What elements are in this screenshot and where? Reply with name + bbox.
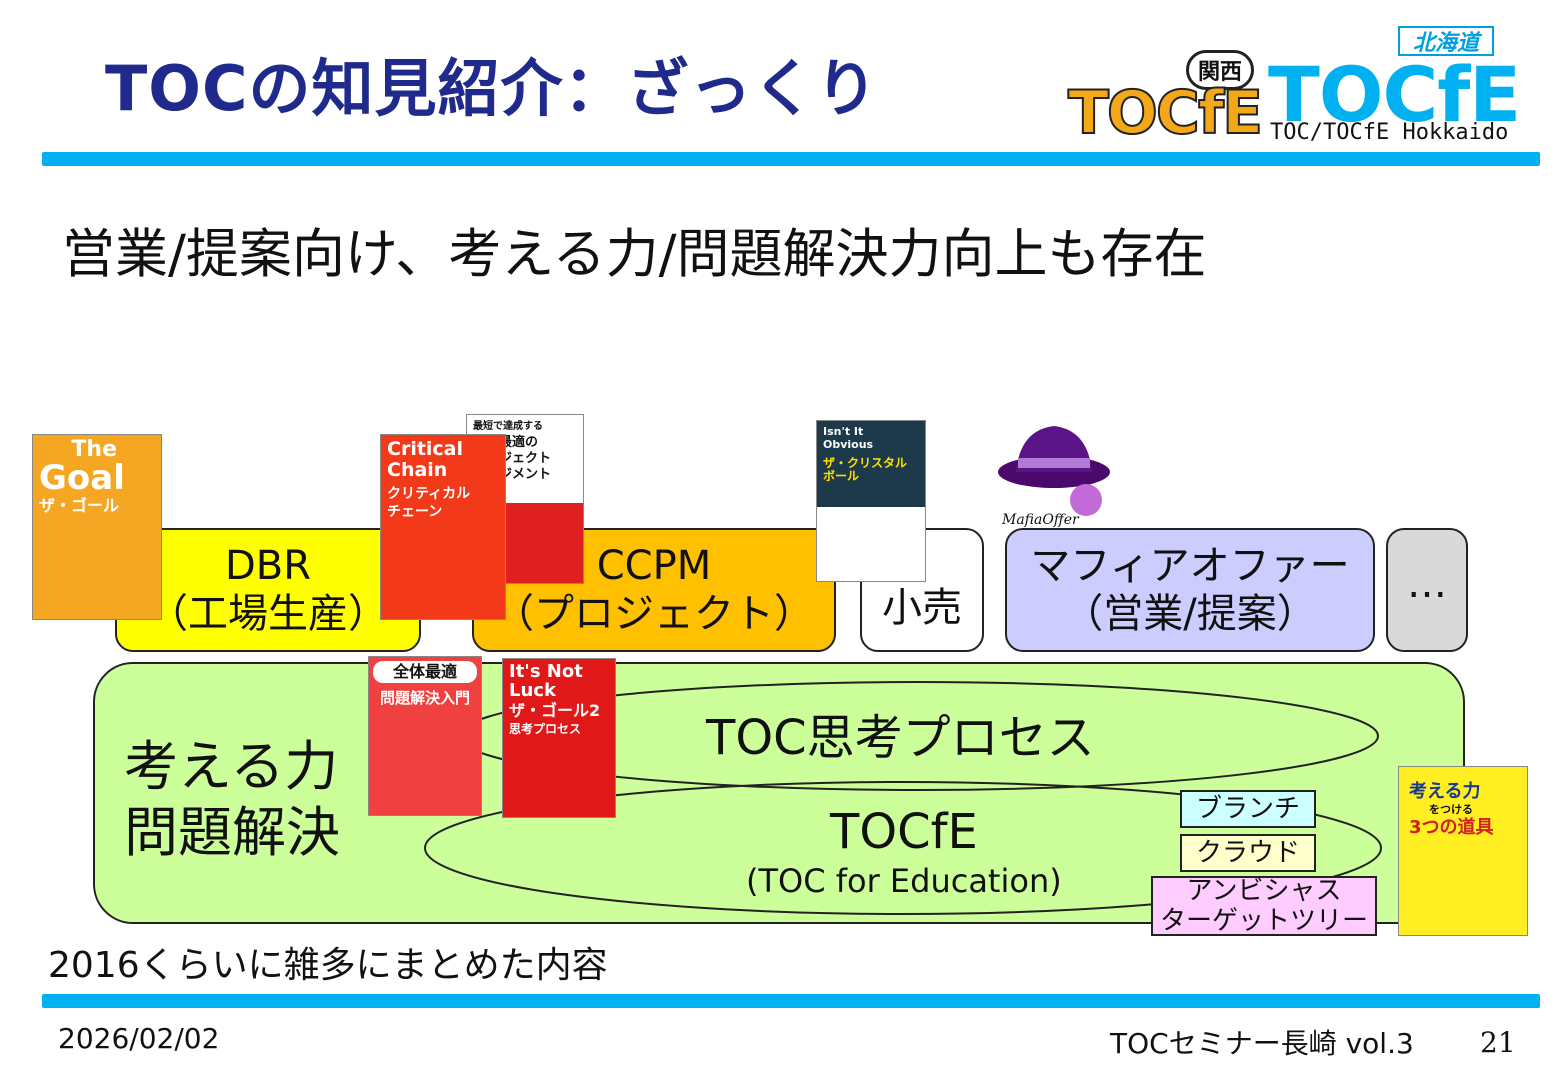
- hokkaido-logo-text: TOCfE: [1268, 50, 1521, 139]
- book-cb-line4: ボール: [823, 469, 860, 483]
- ccpm-sublabel: （プロジェクト）: [494, 591, 814, 637]
- thinking-label-1: 考える力: [124, 735, 339, 798]
- ccpm-box: CCPM （プロジェクト）: [472, 528, 836, 652]
- footer-date: 2026/02/02: [58, 1022, 220, 1055]
- retail-label: 小売: [882, 585, 962, 631]
- toc-tp-label: TOC思考プロセス: [706, 710, 1095, 766]
- book-zentai-saiteki: 全体最適 問題解決入門: [368, 656, 482, 816]
- dbr-sublabel: （工場生産）: [148, 591, 388, 637]
- book-kg-line1: 考える力: [1409, 781, 1481, 802]
- tocfe-ellipse: [424, 781, 1382, 915]
- ambitious-target-tree-tag: アンビシャス ターゲットツリー: [1151, 876, 1377, 936]
- ccpm-label: CCPM: [596, 543, 712, 589]
- book-cb-line3: ザ・クリスタル: [823, 456, 908, 470]
- book-critical-chain: Critical Chain クリティカル チェーン: [380, 434, 506, 620]
- book-cb-band: [817, 421, 925, 507]
- book-nl-line3: ザ・ゴール2: [509, 701, 601, 720]
- kansai-logo-text: TOCfE: [1067, 77, 1264, 149]
- branch-label: ブランチ: [1195, 794, 1300, 824]
- book-zentai-line2: 問題解決入門: [379, 689, 470, 707]
- page-number: 21: [1480, 1026, 1516, 1059]
- book-cc-line4: チェーン: [387, 504, 443, 520]
- book-zentai-line1: 全体最適: [373, 661, 477, 683]
- book-cc-line1: Critical: [387, 438, 464, 460]
- book-the-goal: The Goal ザ・ゴール: [32, 434, 162, 620]
- tocfe-sublabel: (TOC for Education): [746, 862, 1062, 900]
- slide-note: 2016くらいに雑多にまとめた内容: [48, 945, 608, 986]
- slide-title: TOCの知見紹介：ざっくり: [105, 52, 879, 125]
- book-goal-line1: The: [71, 437, 117, 462]
- mafia-offer-logo-text: MafiaOffer: [1002, 512, 1079, 528]
- book-its-not-luck: It's Not Luck ザ・ゴール2 思考プロセス: [502, 658, 616, 818]
- mafia-hat-icon: [998, 426, 1110, 516]
- footer-event: TOCセミナー長崎 vol.3: [1110, 1027, 1414, 1060]
- book-goal-line2: Goal: [39, 458, 125, 498]
- mafia-offer-sublabel: （営業/提案）: [1063, 591, 1317, 637]
- book-crystal-ball: Isn't It Obvious ザ・クリスタル ボール: [816, 420, 926, 582]
- hokkaido-flag: 北海道: [1398, 26, 1494, 56]
- book-cc-line3: クリティカル: [387, 486, 471, 502]
- book-nl-line2: Luck: [509, 680, 556, 701]
- dbr-box: DBR （工場生産）: [115, 528, 421, 652]
- hokkaido-caption: TOC/TOCfE Hokkaido: [1270, 120, 1509, 145]
- thinking-label-2: 問題解決: [124, 801, 340, 864]
- dbr-label: DBR: [224, 543, 312, 589]
- tocfe-label: TOCfE: [830, 804, 978, 860]
- book-kg-line3: 3つの道具: [1409, 817, 1494, 838]
- kansai-speech-bubble: 関西: [1186, 50, 1254, 90]
- book-nl-line1: It's Not: [509, 661, 583, 682]
- mafia-offer-box: マフィアオファー （営業/提案）: [1005, 528, 1375, 652]
- title-underline-bar: [42, 152, 1540, 166]
- book-kangaeru-chikara: 考える力 をつける 3つの道具: [1398, 766, 1528, 936]
- book-nl-line4: 思考プロセス: [509, 722, 582, 736]
- branch-tag: ブランチ: [1180, 790, 1316, 828]
- more-box: …: [1386, 528, 1468, 652]
- more-label: …: [1407, 561, 1447, 607]
- book-goal-line3: ザ・ゴール: [39, 496, 120, 515]
- book-kg-line2: をつける: [1429, 803, 1473, 816]
- mafia-offer-logo: MafiaOffer: [994, 420, 1114, 530]
- cloud-tag: クラウド: [1180, 834, 1316, 872]
- tocfe-hokkaido-logo: 北海道 TOCfE TOC/TOCfE Hokkaido: [1268, 22, 1540, 148]
- ambitious-target-tree-label: アンビシャス ターゲットツリー: [1159, 876, 1368, 936]
- tocfe-kansai-logo: 関西 TOCfE: [1067, 50, 1264, 150]
- mafia-offer-label: マフィアオファー: [1030, 543, 1350, 589]
- book-cb-line1: Isn't It: [823, 425, 864, 438]
- slide-subtitle: 営業/提案向け、考える力/問題解決力向上も存在: [62, 224, 1207, 285]
- book-pm-line1: 最短で達成する: [473, 421, 543, 432]
- book-cc-line2: Chain: [387, 459, 448, 481]
- book-cb-line2: Obvious: [823, 438, 874, 451]
- footer-bar: [42, 994, 1540, 1008]
- cloud-label: クラウド: [1195, 838, 1300, 868]
